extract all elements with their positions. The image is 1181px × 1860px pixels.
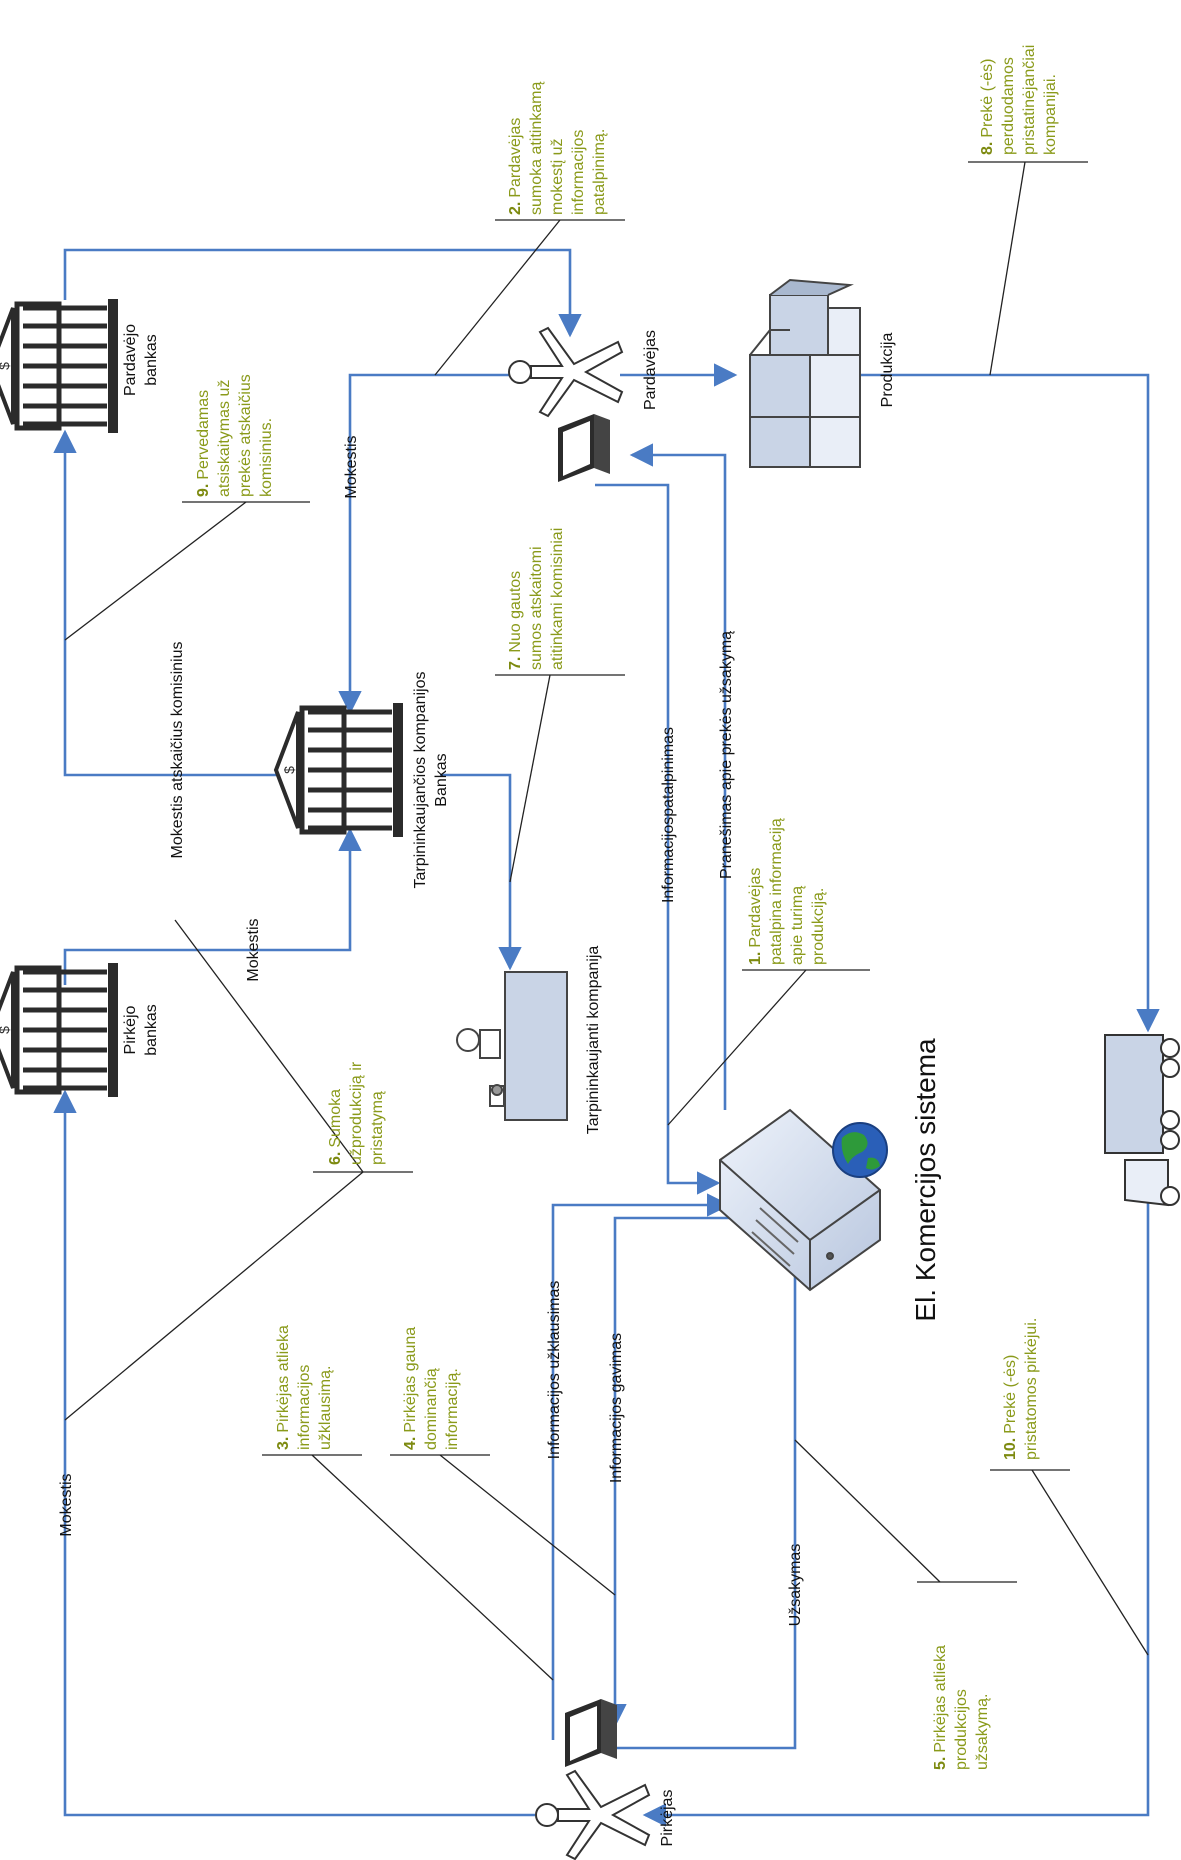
step-notes: 1.Pardavėjas patalpina informaciją apie … <box>195 40 1059 1770</box>
note-4: 4.Pirkėjas gauna dominančią informaciją. <box>402 1322 461 1450</box>
flow-label-uzsakymas: Užsakymas <box>787 1544 804 1627</box>
buyer-label: Pirkėjas <box>659 1790 676 1847</box>
system-title: El. Komercijos sistema <box>910 1038 941 1322</box>
broker-company-icon <box>456 971 568 1121</box>
note-7: 7.Nuo gautos sumos atskaitomi atitinkami… <box>507 528 566 670</box>
seller-person-icon <box>508 326 624 418</box>
flow-label-info-patalpinimas: Informacijospatalpinimas <box>660 727 677 903</box>
flow-seller-bank-to-seller <box>63 248 582 338</box>
flow-buyer-bank-to-broker-bank <box>63 827 362 985</box>
note-9: 9.Pervedamas atsiskaitymas už prekės ats… <box>195 370 275 497</box>
flow-label-mokestis-buyer: Mokestis <box>58 1473 75 1536</box>
svg-text:$: $ <box>0 362 12 370</box>
truck-icon <box>1104 1034 1180 1207</box>
flow-label-mokestis-buyer-bank: Mokestis <box>245 918 262 981</box>
flow-seller-to-broker-bank <box>338 373 525 715</box>
buyer-bank: $ <box>0 963 118 1097</box>
flow-products-to-truck <box>860 373 1160 1033</box>
svg-text:$: $ <box>281 766 297 774</box>
flow-broker-bank-to-seller-bank <box>53 429 300 777</box>
seller-label: Pardavėjas <box>642 330 659 410</box>
flow-truck-to-buyer <box>642 1200 1150 1827</box>
note-8: 8.Prekė (-ės) perduodamos pristatinėjanč… <box>979 40 1059 155</box>
note-3: 3.Pirkėjas atlieka informacijos užklausi… <box>275 1321 334 1450</box>
broker-label: Tarpininkaujanti kompanija <box>585 946 602 1135</box>
flow-info-patalpinimas <box>595 483 721 1195</box>
flow-label-info-uzklausimas: Informacijos užklausimas <box>546 1281 563 1460</box>
flow-pranesimas <box>629 443 727 1110</box>
flow-label-mokestis-atskaicius: Mokestis atskaičius komisinius <box>169 642 186 859</box>
products-boxes-icon <box>749 278 861 468</box>
seller-laptop-icon <box>558 414 610 482</box>
svg-text:$: $ <box>0 1026 12 1034</box>
bank-icon: $ <box>0 299 118 433</box>
seller-bank: $ <box>0 299 118 433</box>
flow-labels: Mokestis Mokestis Mokestis Mokestis atsk… <box>58 435 804 1626</box>
buyer-person-icon <box>535 1769 651 1860</box>
note-2: 2.Pardavėjas sumoka atitinkamą mokestį u… <box>507 77 608 215</box>
note-6: 6.Sumoka užprodukciją ir pristatymą <box>327 1057 386 1165</box>
flow-label-mokestis-seller: Mokestis <box>343 435 360 498</box>
flow-label-pranesimas: Pranešimas apie prekės užsakymą <box>718 631 735 879</box>
label-line: Bankas <box>433 753 450 806</box>
globe-icon <box>832 1122 888 1178</box>
callout-lines <box>64 161 1149 1681</box>
note-10: 10.Prekė (-ės) pristatomos pirkėjui. <box>1002 1318 1040 1460</box>
flow-lines <box>53 248 1160 1827</box>
bank-icon: $ <box>0 963 118 1097</box>
note-1: 1.Pardavėjas patalpina informaciją apie … <box>747 814 827 965</box>
bank-icon: $ <box>273 703 403 837</box>
broker-bank: $ <box>273 703 403 837</box>
note-5: 5.Pirkėjas atlieka produkcijos užsakymą. <box>932 1641 991 1770</box>
flow-info-uzklausimas <box>551 1193 731 1740</box>
label-line: bankas <box>143 334 160 386</box>
label-line: bankas <box>143 1004 160 1056</box>
flow-uzsakymas <box>615 1225 807 1750</box>
flow-info-gavimas <box>603 1216 780 1728</box>
products-label: Produkcija <box>879 333 896 408</box>
buyer-laptop-icon <box>565 1699 617 1767</box>
flow-broker-bank-to-broker <box>440 773 522 971</box>
flow-buyer-to-buyer-bank <box>53 1089 535 1817</box>
flow-label-info-gavimas: Informacijos gavimas <box>608 1333 625 1483</box>
